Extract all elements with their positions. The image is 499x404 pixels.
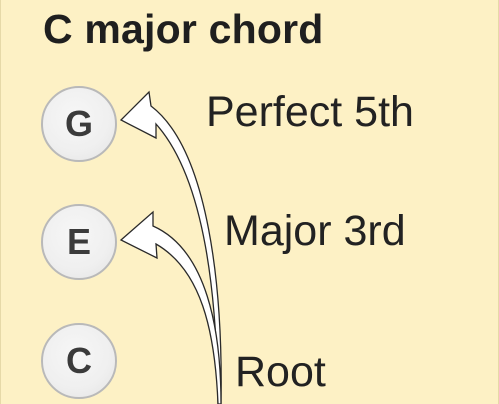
note-g: G [41, 86, 117, 162]
note-c: C [41, 323, 117, 399]
root-to-fifth-arrow [119, 90, 222, 404]
note-e: E [41, 204, 117, 280]
perfect-fifth-label: Perfect 5th [206, 88, 414, 136]
root-to-third-arrow [119, 210, 222, 404]
diagram-title: C major chord [43, 6, 324, 52]
root-label: Root [235, 348, 326, 396]
major-third-label: Major 3rd [224, 207, 406, 255]
